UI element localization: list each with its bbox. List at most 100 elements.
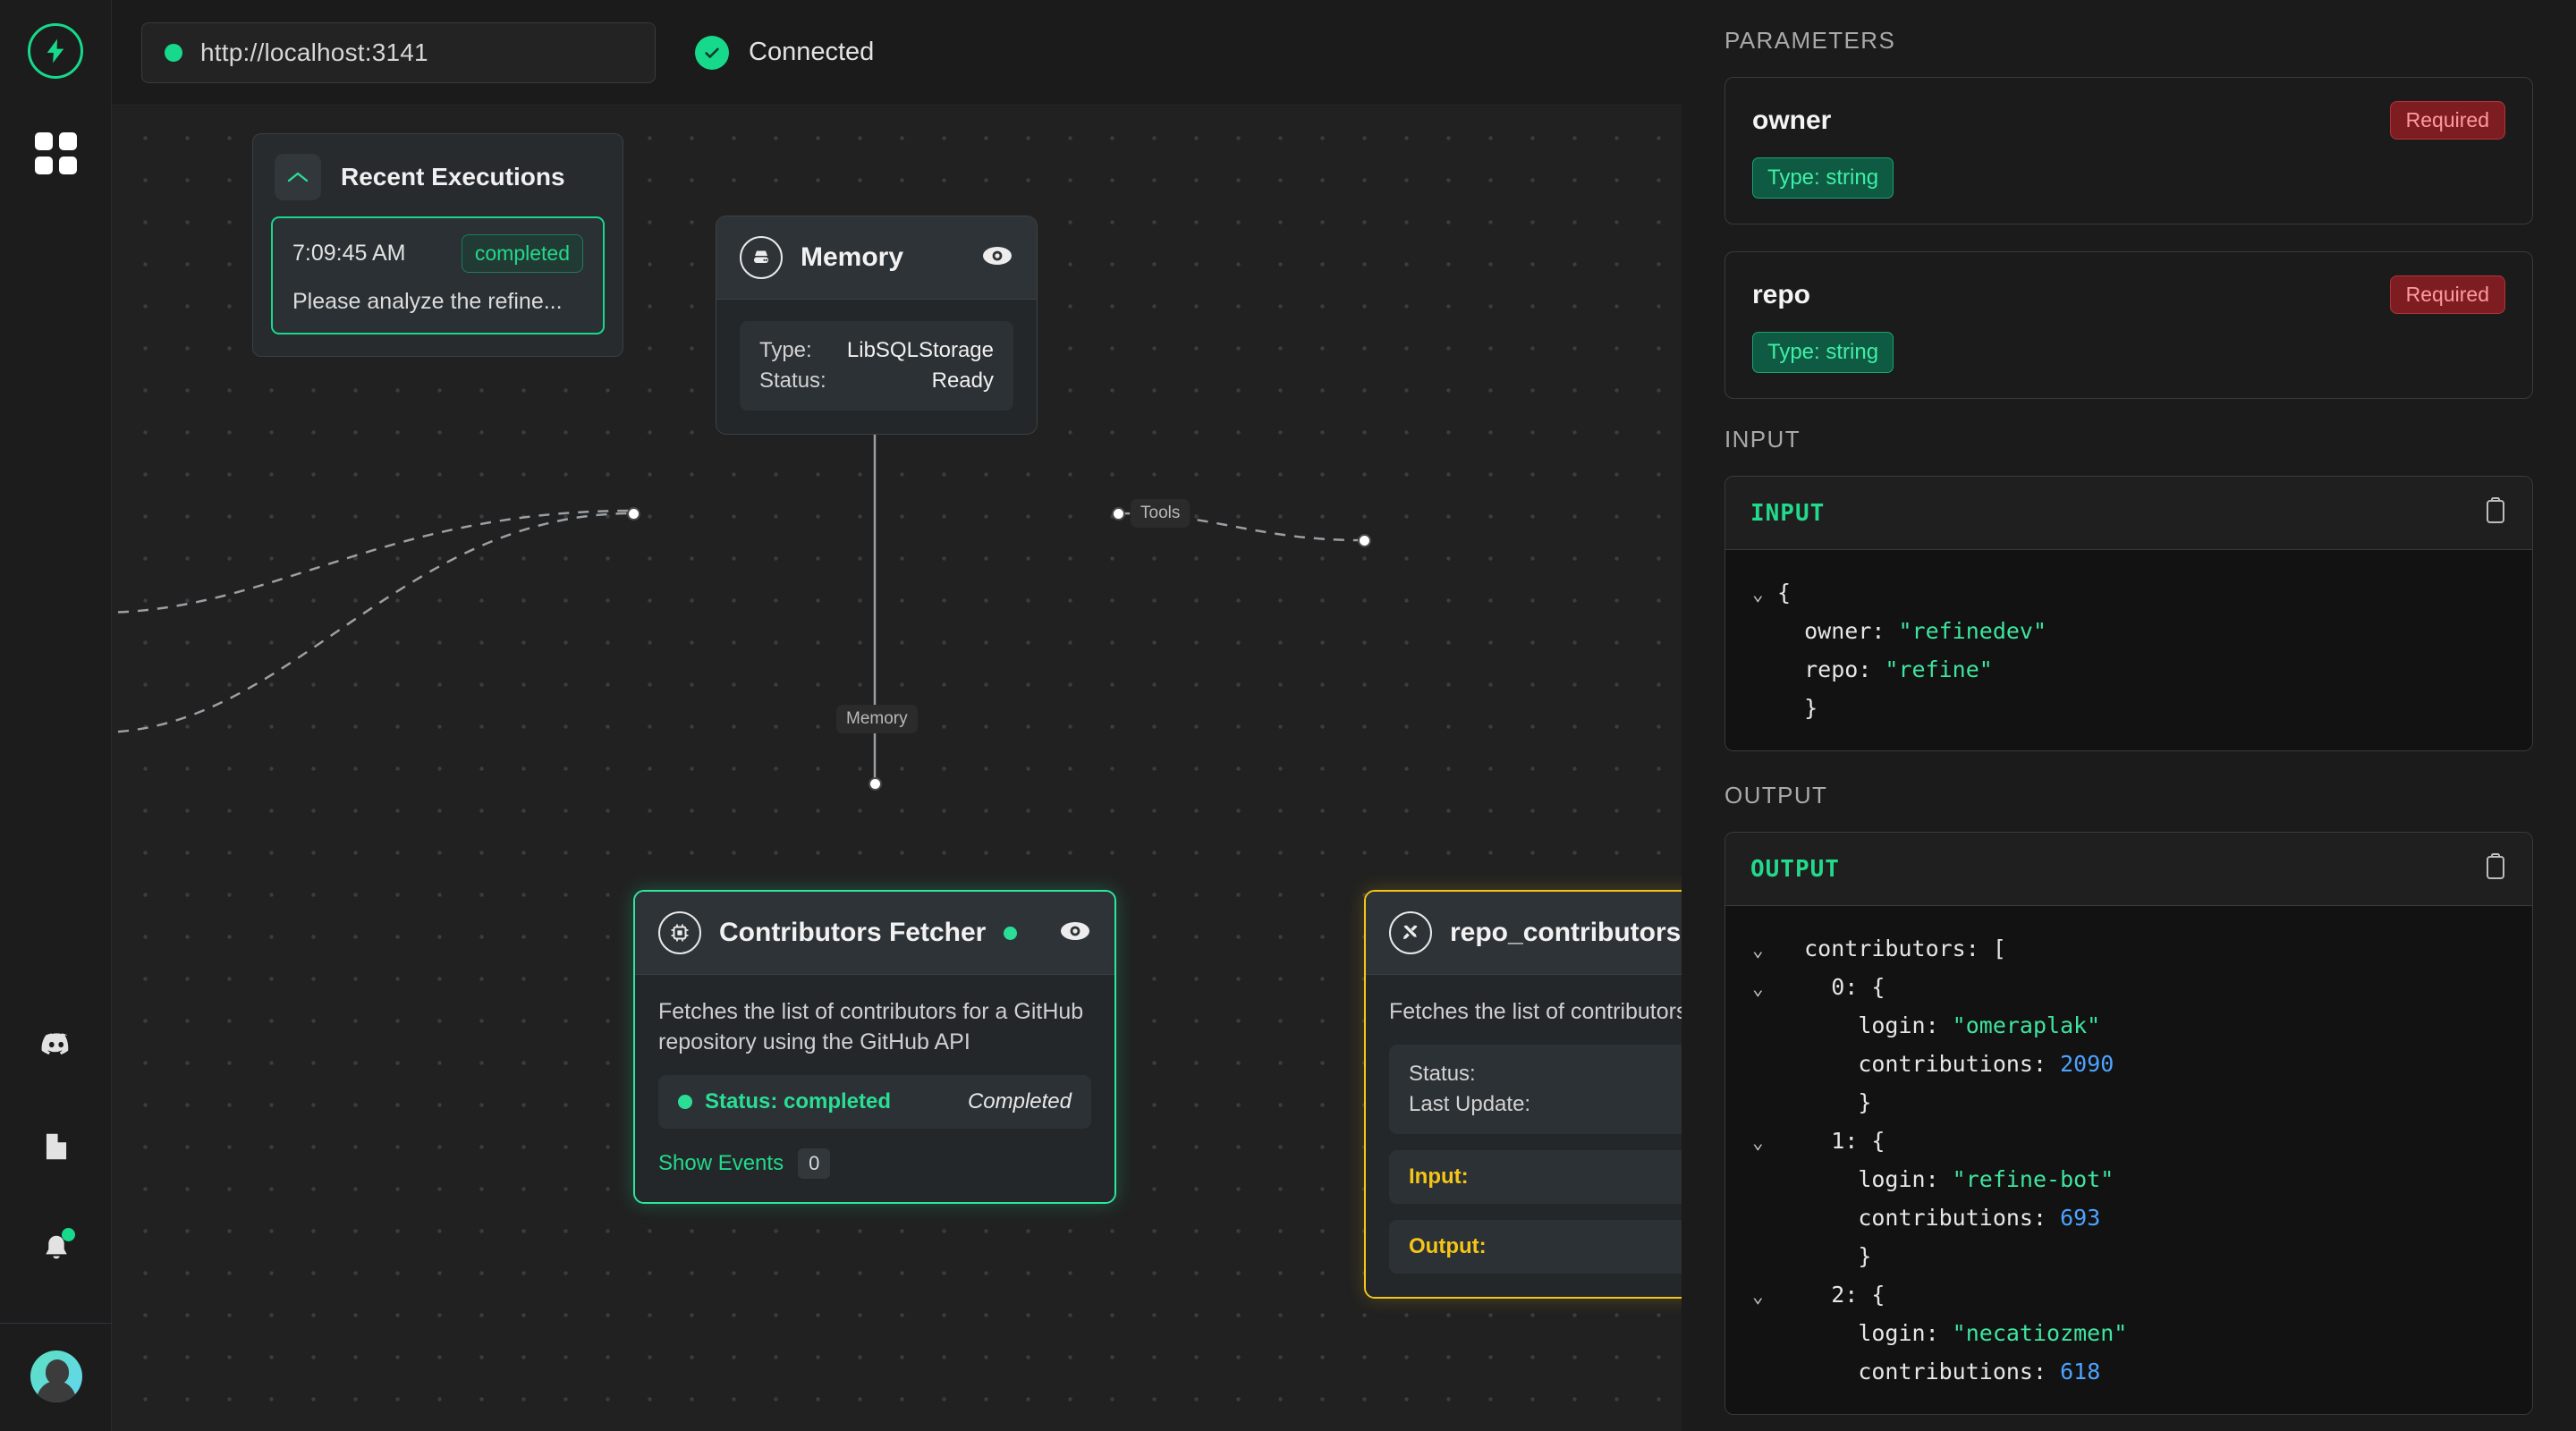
sidebar-item-apps-grid[interactable] — [34, 132, 77, 174]
port-agent-left[interactable] — [627, 507, 640, 521]
node-state-dot-icon — [1004, 926, 1018, 940]
show-events-row[interactable]: Show Events 0 — [658, 1148, 1091, 1179]
avatar[interactable] — [30, 1351, 82, 1402]
status-badge: completed — [461, 234, 583, 273]
field-value: Ready — [931, 368, 994, 393]
edge-incoming-left — [112, 509, 633, 614]
json-indent — [1777, 612, 1804, 650]
top-bar: http://localhost:3141 Connected — [112, 0, 1682, 106]
json-indent — [1777, 1352, 1858, 1391]
node-tool-input-block[interactable]: Input: — [1389, 1150, 1682, 1204]
avatar-head — [45, 1359, 69, 1384]
node-repo-contributors[interactable]: repo_contributors Fetches the list of co… — [1364, 890, 1682, 1299]
clipboard-glyph — [2487, 853, 2504, 879]
json-token: 2090 — [2060, 1051, 2114, 1077]
field-key: Last Update: — [1409, 1092, 1531, 1116]
clipboard-icon[interactable] — [2484, 852, 2507, 885]
check-circle-icon — [695, 35, 729, 70]
events-count-badge: 0 — [798, 1148, 831, 1179]
type-badge: Type: string — [1752, 157, 1894, 199]
execution-list-item[interactable]: 7:09:45 AM completed Please analyze the … — [271, 216, 605, 334]
chip-glyph — [671, 924, 689, 942]
field-key: Status: — [759, 368, 826, 393]
sidebar-item-notifications[interactable] — [29, 1221, 84, 1276]
parameter-header: repo Required — [1752, 275, 2505, 314]
node-tool-output-label: Output: — [1409, 1234, 1487, 1258]
json-line: } — [1752, 1237, 2505, 1275]
node-agent-description: Fetches the list of contributors for a G… — [658, 999, 1084, 1054]
input-section-title: INPUT — [1724, 426, 1801, 453]
chevron-down-icon[interactable]: ⌄ — [1752, 1285, 1764, 1307]
json-line: ⌄ contributors: [ — [1752, 929, 2505, 968]
json-token: "refine-bot" — [1952, 1166, 2114, 1192]
connection-status-label: Connected — [749, 38, 875, 66]
input-card-label: INPUT — [1750, 499, 1826, 527]
json-indent — [1777, 1237, 1858, 1275]
tools-icon — [1389, 911, 1432, 954]
output-card-label: OUTPUT — [1750, 855, 1840, 883]
database-glyph — [754, 250, 768, 263]
node-memory[interactable]: Memory Type: LibSQLStorage Status: Ready — [716, 216, 1038, 435]
node-memory-title: Memory — [801, 242, 904, 272]
recent-executions-title: Recent Executions — [341, 163, 565, 191]
json-indent — [1777, 650, 1804, 689]
port-tool-left[interactable] — [1358, 534, 1371, 547]
node-tool-body: Fetches the list of contributors for a G… — [1366, 975, 1682, 1297]
eye-icon[interactable] — [1059, 920, 1091, 946]
node-contributors-fetcher[interactable]: Contributors Fetcher Fetches the list of… — [633, 890, 1116, 1204]
flow-canvas[interactable]: Memory Tools Recent Executions 7:09:45 A… — [112, 106, 1682, 1431]
chevron-up-icon[interactable] — [275, 154, 321, 200]
node-memory-fields: Type: LibSQLStorage Status: Ready — [740, 321, 1013, 411]
output-json-body[interactable]: ⌄ contributors: [⌄ 0: { login: "omerapla… — [1725, 906, 2532, 1414]
sidebar-item-docs[interactable] — [29, 1119, 84, 1174]
input-json-body[interactable]: ⌄{ owner: "refinedev" repo: "refine" } — [1725, 550, 2532, 750]
output-card-header: OUTPUT — [1725, 833, 2532, 906]
parameter-card-owner: owner Required Type: string — [1724, 77, 2533, 224]
chevron-down-icon[interactable]: ⌄ — [1752, 583, 1764, 605]
node-status-text: Status: completed — [705, 1089, 892, 1113]
node-agent-header: Contributors Fetcher — [635, 892, 1114, 975]
eye-icon[interactable] — [981, 245, 1013, 271]
chevron-down-icon[interactable]: ⌄ — [1752, 939, 1764, 961]
status-left-group: Status: completed — [678, 1089, 891, 1114]
node-tool-title: repo_contributors — [1450, 918, 1682, 947]
input-card: INPUT ⌄{ owner: "refinedev" repo: "refin… — [1724, 476, 2533, 751]
node-agent-status-bar: Status: completed Completed — [658, 1075, 1091, 1129]
show-events-link[interactable]: Show Events — [658, 1151, 784, 1175]
node-field-row: Type: LibSQLStorage — [759, 335, 994, 366]
json-token: { — [1777, 580, 1792, 605]
lightning-bolt-logo-icon[interactable] — [28, 23, 83, 79]
clipboard-icon[interactable] — [2484, 496, 2507, 529]
grid-icon-cell — [58, 157, 77, 174]
port-agent-top[interactable] — [869, 777, 882, 791]
json-token: contributions: — [1858, 1205, 2061, 1231]
node-tool-input-label: Input: — [1409, 1164, 1469, 1189]
execution-timestamp: 7:09:45 AM — [292, 241, 406, 266]
bolt-glyph — [47, 38, 64, 64]
json-token: } — [1804, 695, 1818, 721]
json-token: contributors: [ — [1804, 936, 2006, 961]
discord-icon — [41, 1033, 68, 1055]
json-indent — [1777, 1275, 1831, 1314]
json-line: login: "omeraplak" — [1752, 1006, 2505, 1045]
json-token: "refinedev" — [1898, 618, 2047, 644]
json-indent — [1777, 1198, 1858, 1237]
port-agent-right[interactable] — [1112, 507, 1125, 521]
field-value: LibSQLStorage — [846, 338, 994, 362]
sidebar-item-discord[interactable] — [29, 1017, 84, 1072]
rail-bottom-group — [0, 1017, 112, 1431]
server-url-field[interactable]: http://localhost:3141 — [141, 21, 656, 83]
node-field-row: Status: — [1409, 1059, 1682, 1089]
json-token: "refine" — [1885, 656, 1993, 682]
node-memory-body: Type: LibSQLStorage Status: Ready — [716, 300, 1037, 434]
recent-executions-header[interactable]: Recent Executions — [253, 134, 623, 216]
input-card-header: INPUT — [1725, 477, 2532, 550]
connection-status: Connected — [695, 35, 875, 70]
chevron-down-icon[interactable]: ⌄ — [1752, 978, 1764, 999]
json-token: "necatiozmen" — [1952, 1320, 2128, 1346]
node-tool-output-block[interactable]: Output: — [1389, 1220, 1682, 1274]
json-token: contributions: — [1858, 1051, 2061, 1077]
json-line: ⌄ 1: { — [1752, 1122, 2505, 1160]
chevron-down-icon[interactable]: ⌄ — [1752, 1131, 1764, 1153]
